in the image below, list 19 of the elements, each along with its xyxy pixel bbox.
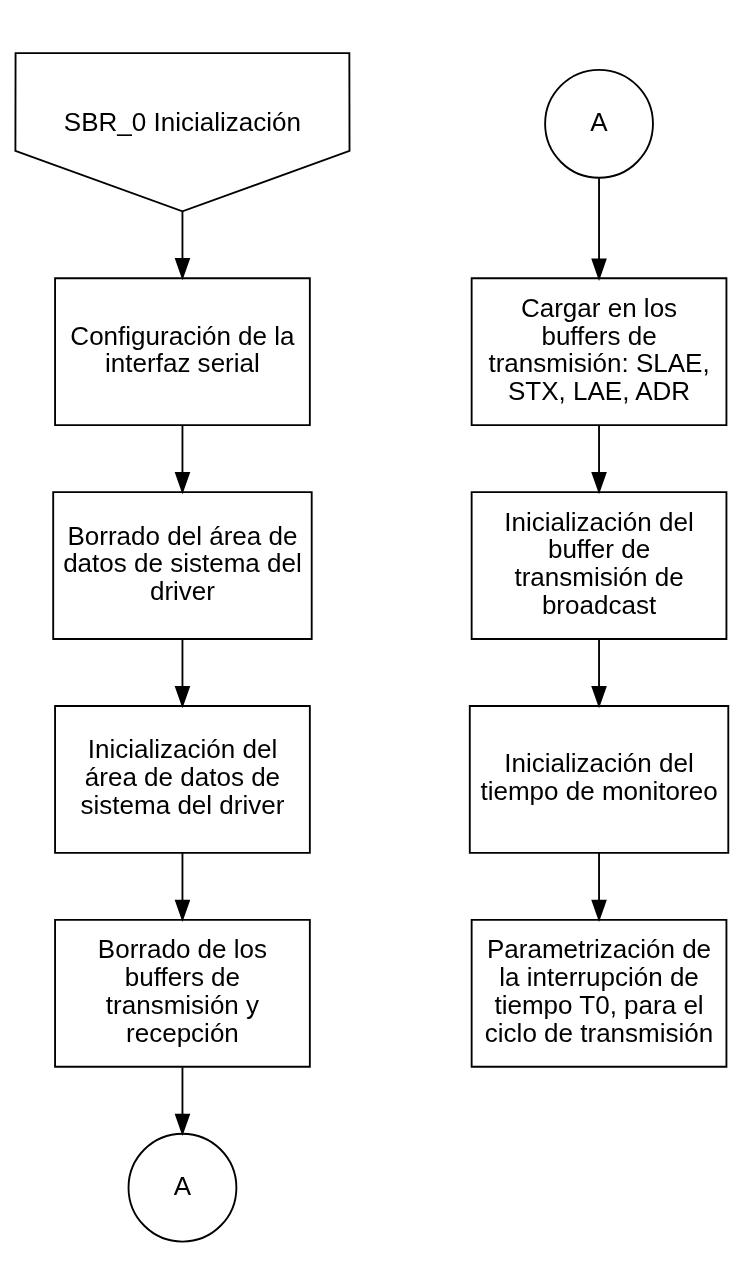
- node-box: Inicialización del área de datos de sistema del driver: [54, 704, 311, 854]
- node-circle: A: [544, 68, 654, 179]
- arrow: [591, 851, 607, 922]
- arrow: [591, 176, 607, 281]
- node-box: Inicialización del tiempo de monitoreo: [468, 704, 730, 854]
- arrow: [591, 637, 607, 708]
- node-box: Inicialización del buffer de transmisión de broadcast: [470, 490, 728, 640]
- arrow: [591, 423, 607, 494]
- node-box: Parametrización de la interrupción de tiempo T0, para el ciclo de transmisión: [470, 918, 728, 1068]
- node-box: Borrado del área de datos de sistema del driver: [52, 490, 313, 640]
- arrow: [174, 1065, 191, 1136]
- node-box: Configuración de la interfaz serial: [54, 276, 311, 426]
- arrow: [174, 423, 191, 494]
- node-circle: A: [127, 1132, 238, 1242]
- arrow: [174, 637, 191, 708]
- arrow: [174, 210, 191, 280]
- arrow: [174, 851, 191, 922]
- node-box: Cargar en los buffers de transmisión: SLAE, STX, LAE, ADR: [470, 276, 728, 426]
- node-box: Borrado de los buffers de transmisión y recepción: [54, 918, 311, 1068]
